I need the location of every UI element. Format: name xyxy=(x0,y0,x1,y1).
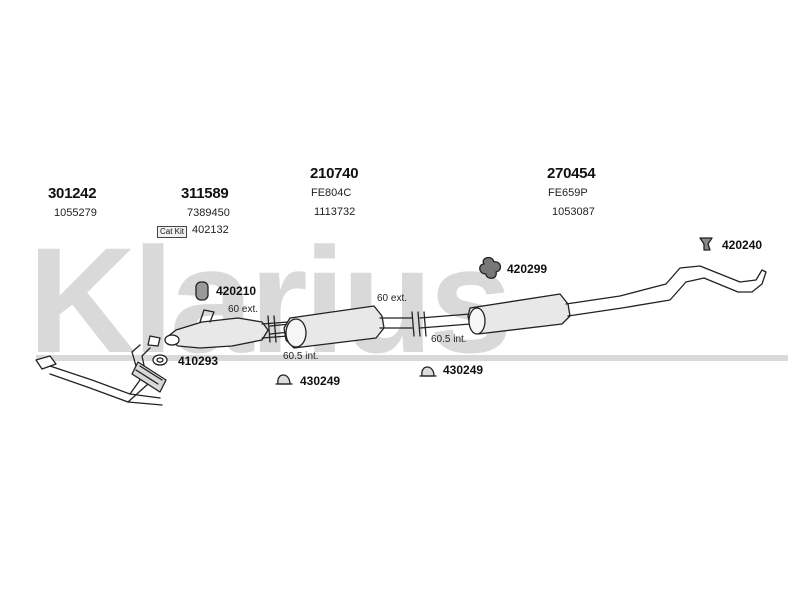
part-number-front-pipe: 301242 xyxy=(48,185,97,202)
flex-section xyxy=(131,361,167,393)
hanger-420299 xyxy=(479,256,502,279)
middle-silencer-210740 xyxy=(269,305,413,349)
dimension-label-605-int-rear: 60.5 int. xyxy=(431,334,467,345)
part-code-middle-silencer: FE804C xyxy=(311,187,352,199)
dimension-label-60-ext-rear: 60 ext. xyxy=(377,293,408,304)
part-code-rear-silencer: FE659P xyxy=(548,187,588,199)
hanger-420240 xyxy=(699,237,713,251)
dimension-label-605-int-front: 60.5 int. xyxy=(283,351,319,362)
part-ref-catalyst: 7389450 xyxy=(187,207,230,219)
fitting-number-430249-rear: 430249 xyxy=(443,363,484,377)
part-ref-rear-silencer: 1053087 xyxy=(552,206,595,218)
fitting-number-420210: 420210 xyxy=(216,284,257,298)
pipe-joint-front xyxy=(267,315,277,343)
part-number-middle-silencer: 210740 xyxy=(310,165,359,182)
cat-kit-number: 402132 xyxy=(192,224,229,236)
fitting-number-410293: 410293 xyxy=(178,354,219,368)
cat-kit-badge: Cat Kit xyxy=(157,226,188,238)
part-ref-front-pipe: 1055279 xyxy=(54,207,97,219)
catalyst-311589 xyxy=(147,309,289,349)
clamp-430249-rear xyxy=(419,366,437,377)
rear-silencer-270454 xyxy=(419,265,767,335)
part-ref-middle-silencer: 1113732 xyxy=(314,206,356,218)
watermark-underline xyxy=(36,355,788,361)
part-number-catalyst: 311589 xyxy=(181,185,229,202)
dimension-label-60-ext-front: 60 ext. xyxy=(228,304,259,315)
hanger-420210 xyxy=(195,281,209,301)
pipe-joint-rear xyxy=(411,311,427,337)
fitting-number-430249-front: 430249 xyxy=(300,374,341,388)
fitting-number-420240: 420240 xyxy=(722,238,763,252)
gasket-410293 xyxy=(152,354,168,366)
part-number-rear-silencer: 270454 xyxy=(547,165,596,182)
clamp-430249-front xyxy=(275,374,293,385)
fitting-number-420299: 420299 xyxy=(507,262,548,276)
